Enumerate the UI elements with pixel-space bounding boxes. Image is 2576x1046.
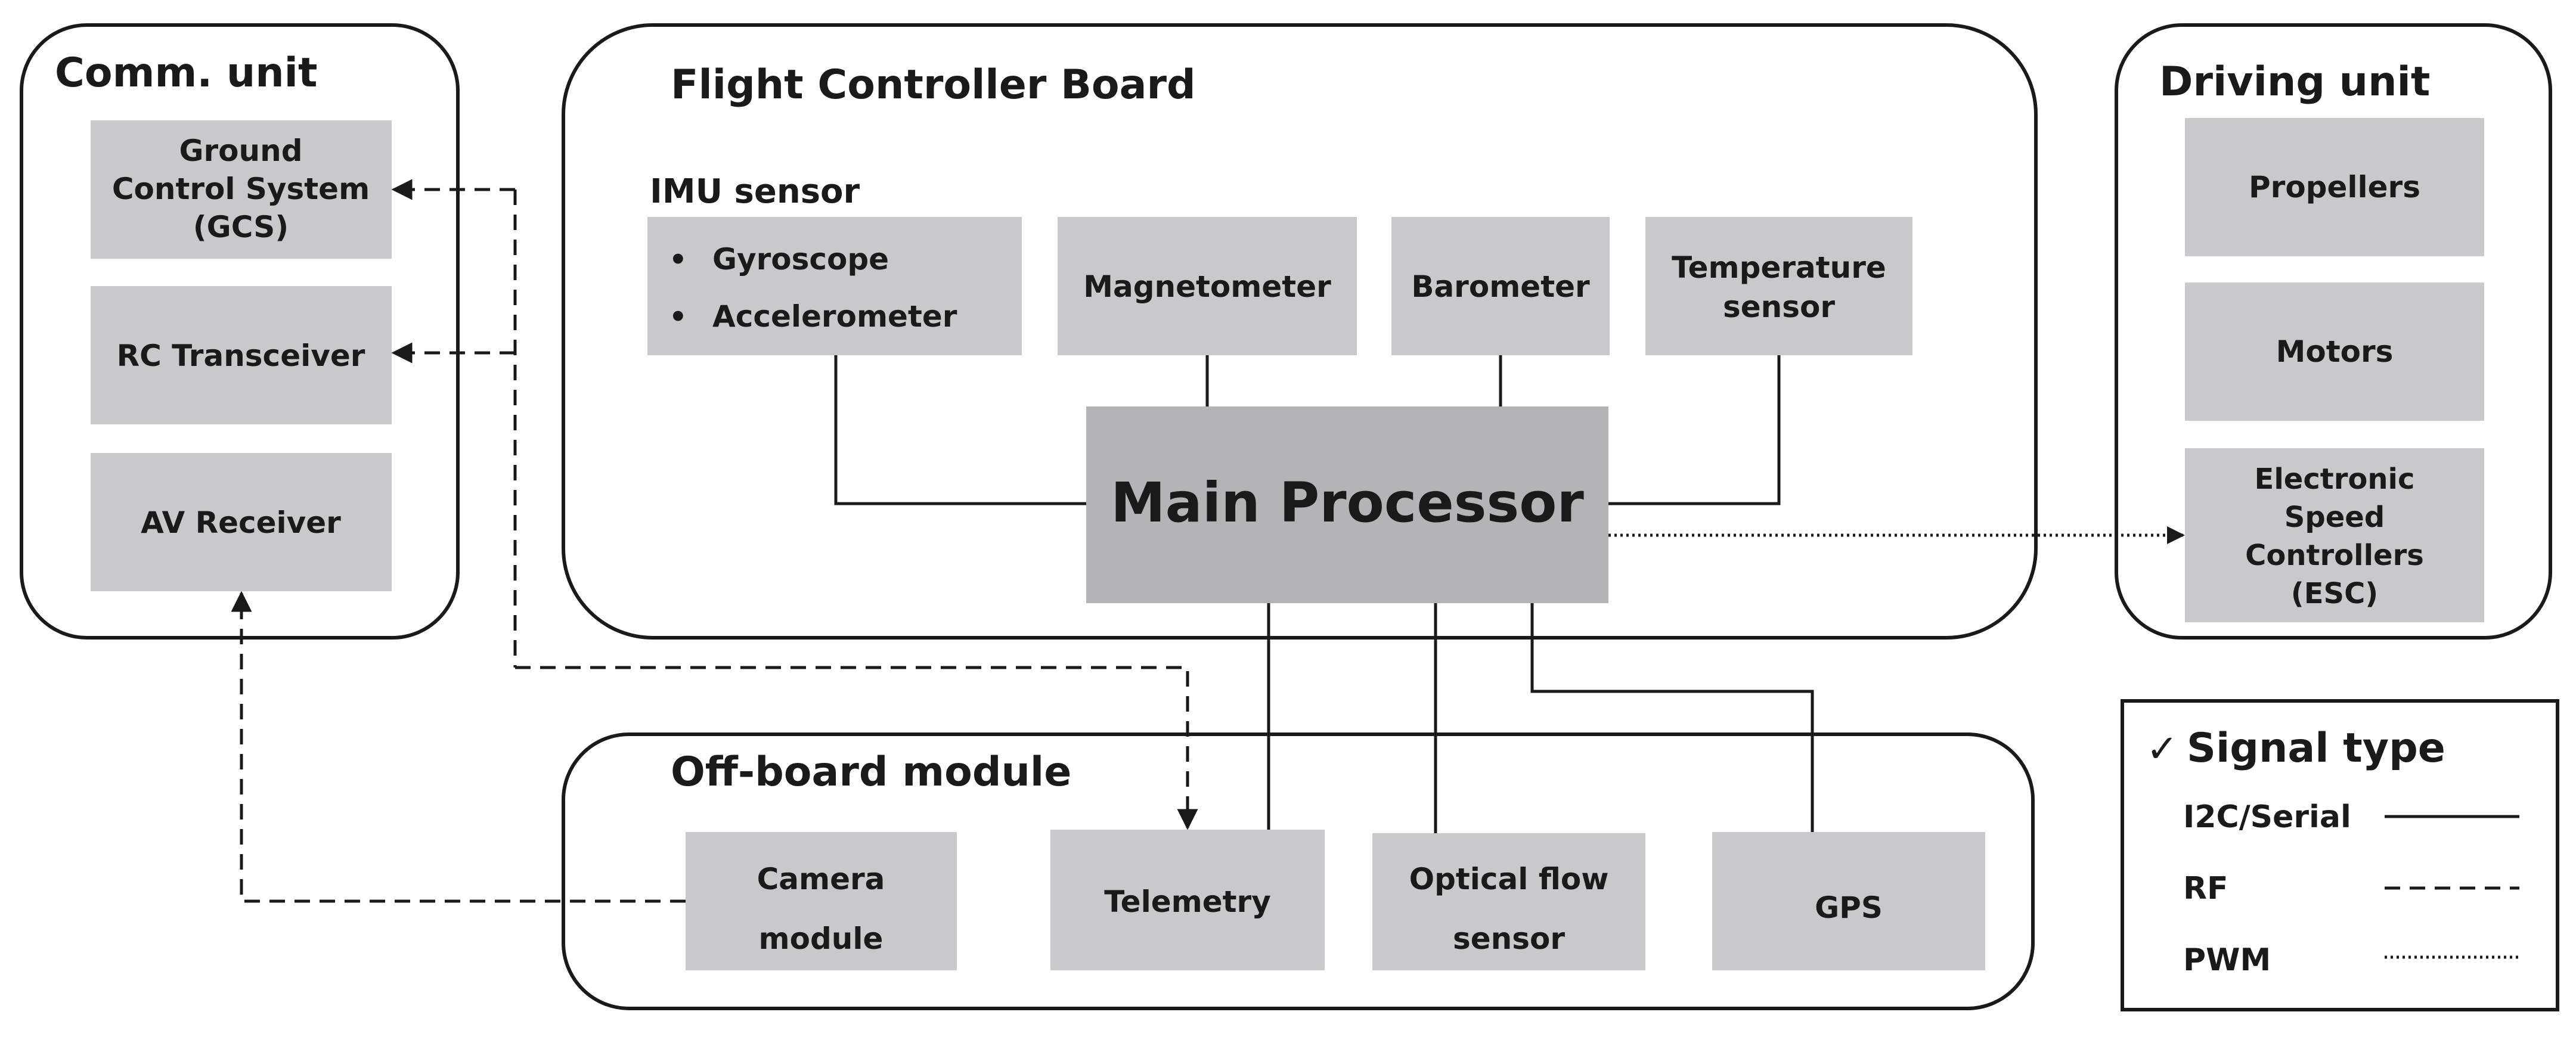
imu-item-accelerometer: Accelerometer [712,299,957,334]
rf-to-telemetry-arrow [515,666,1198,830]
imu-to-main-connector [834,355,1086,505]
legend-item-i2c-serial-label: I2C/Serial [2183,799,2351,835]
gps-label: GPS [1815,890,1883,925]
rc-transceiver-label: RC Transceiver [117,339,365,373]
gcs-box [91,120,392,259]
esc-label-line3: Controllers [2245,539,2424,572]
gps-box [1712,832,1985,970]
esc-label-line1: Electronic [2255,463,2415,496]
motors-box [2185,283,2484,421]
imu-item-gyroscope: Gyroscope [712,242,889,277]
gcs-label-line3: (GCS) [193,210,289,244]
barometer-box [1391,217,1610,355]
telemetry-box [1050,830,1325,970]
propellers-box [2185,118,2484,256]
optical-flow-sensor-label-line2: sensor [1453,921,1565,956]
comm-unit-title: Comm. unit [55,49,317,97]
imu-bullet-2: • [669,300,687,334]
gcs-label-line1: Ground [179,134,302,168]
temperature-sensor-box [1645,217,1912,355]
temperature-to-main-connector [1608,355,1781,505]
legend-check-icon: ✓ [2146,727,2178,771]
legend-item-pwm-label: PWM [2183,942,2271,978]
magnetometer-box [1058,217,1357,355]
optical-flow-sensor-box [1372,833,1645,970]
imu-bullet-1: • [669,243,687,277]
legend-box [2121,699,2559,1011]
rc-transceiver-box [91,286,392,424]
gcs-label-line2: Control System [112,172,370,206]
main-processor-box [1086,406,1608,603]
motors-label: Motors [2276,334,2394,369]
main-to-gps-connector [1530,603,1814,832]
av-receiver-box [91,453,392,591]
off-board-module-title: Off-board module [671,749,1071,796]
temperature-sensor-label-line2: sensor [1723,290,1835,324]
av-receiver-label: AV Receiver [141,505,341,540]
legend-title: Signal type [2187,725,2445,772]
camera-module-label-line2: module [759,921,884,956]
temperature-sensor-label-line1: Temperature [1672,250,1886,285]
propellers-label: Propellers [2249,170,2420,204]
driving-unit-title: Driving unit [2159,58,2430,105]
legend-item-rf-label: RF [2183,871,2228,907]
telemetry-label: Telemetry [1104,884,1271,919]
esc-label-line2: Speed [2284,501,2385,534]
barometer-label: Barometer [1411,269,1590,304]
optical-flow-sensor-label-line1: Optical flow [1409,862,1609,896]
camera-module-box [686,832,957,970]
flight-controller-board-title: Flight Controller Board [671,61,1196,108]
imu-sensor-box [647,217,1022,355]
camera-module-label-line1: Camera [757,862,885,896]
imu-sensor-label: IMU sensor [650,172,860,211]
esc-box [2185,448,2484,622]
main-processor-label: Main Processor [1111,471,1584,535]
esc-label-line4: (ESC) [2291,577,2378,610]
magnetometer-label: Magnetometer [1083,269,1331,304]
